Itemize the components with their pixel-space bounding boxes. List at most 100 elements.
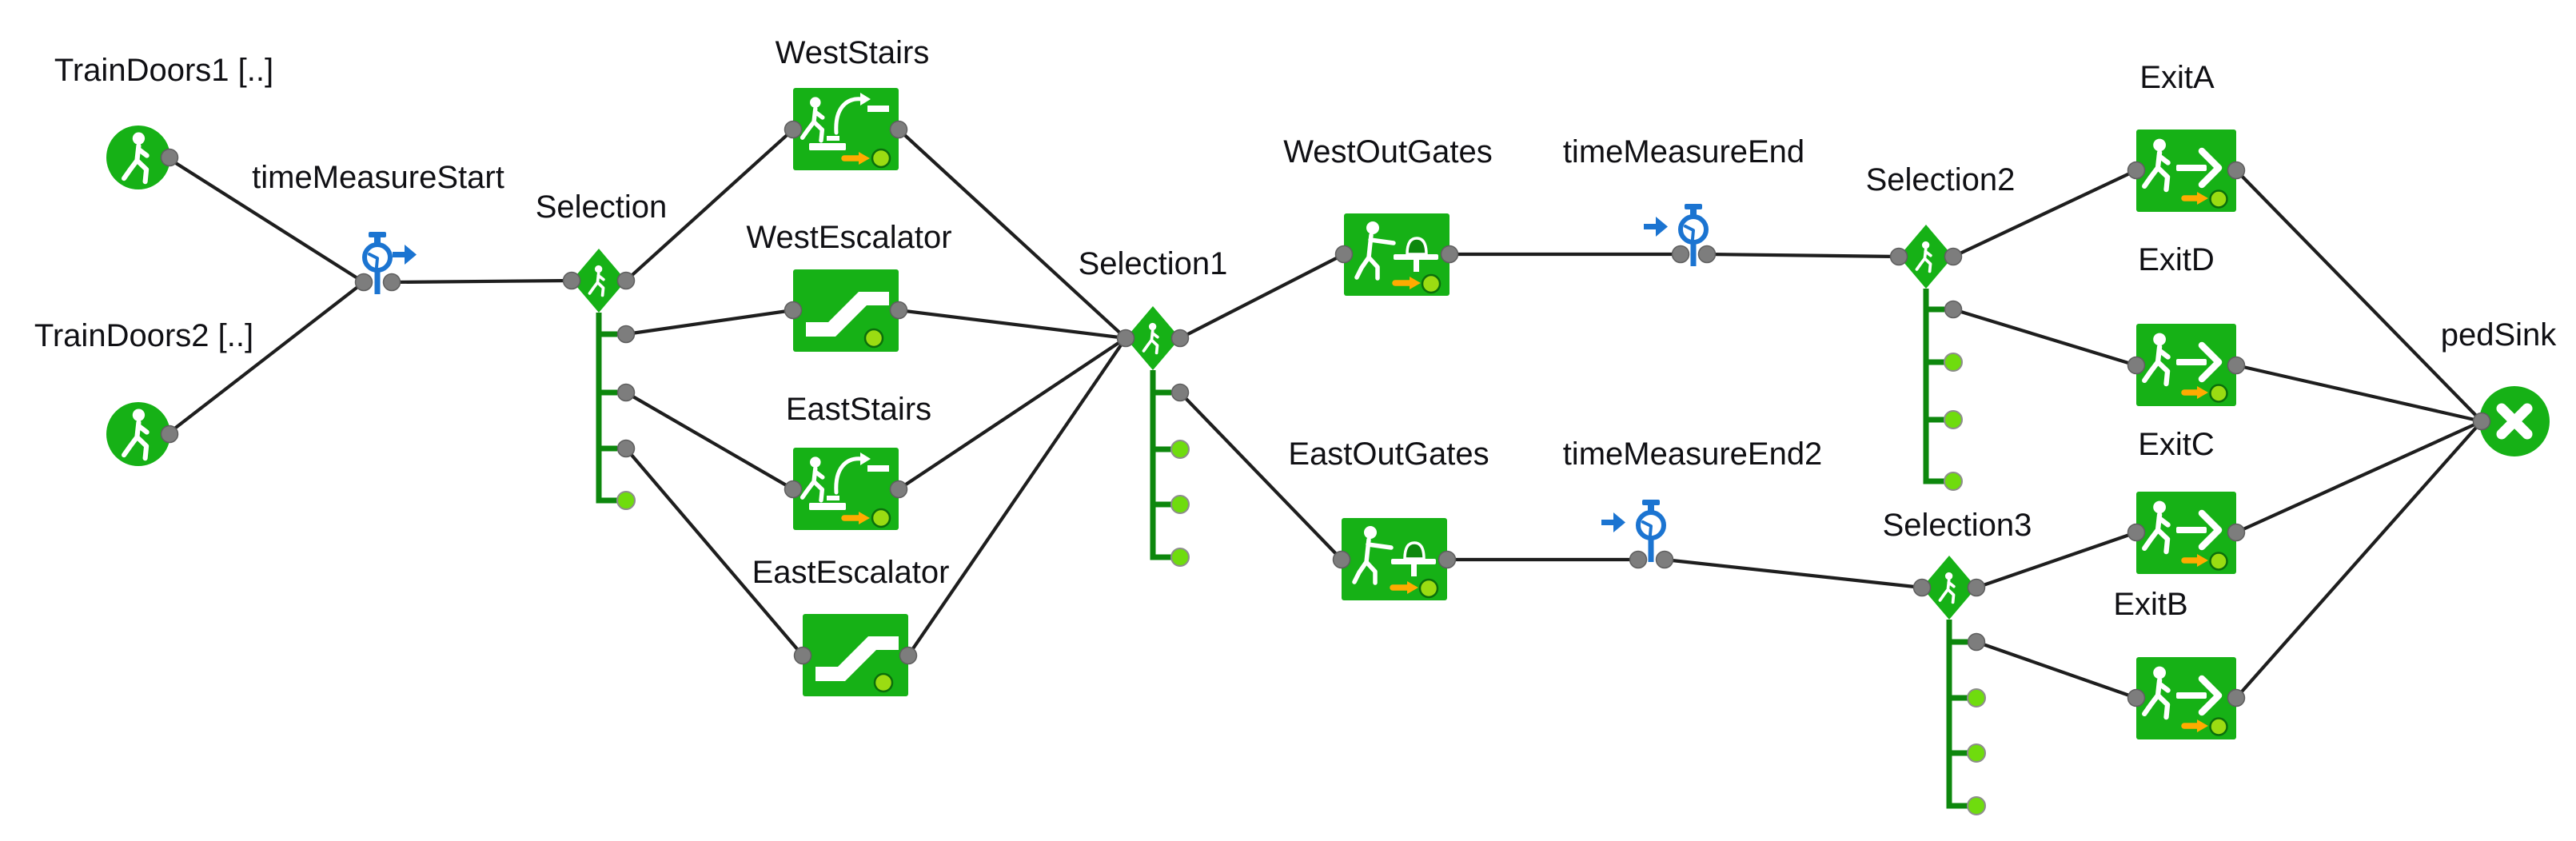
free-port[interactable] [1967, 743, 1986, 763]
port[interactable] [784, 480, 803, 499]
port[interactable] [1967, 578, 1986, 597]
port[interactable] [1334, 245, 1354, 264]
port[interactable] [1967, 632, 1986, 652]
connector[interactable] [2235, 420, 2483, 700]
connector[interactable] [168, 157, 365, 284]
connector[interactable] [624, 128, 795, 282]
port[interactable] [889, 480, 908, 499]
connector[interactable] [1664, 557, 1923, 590]
block-timeMeasureEnd[interactable] [1644, 204, 1709, 266]
port[interactable] [2127, 688, 2146, 707]
block-exitA[interactable] [2136, 130, 2236, 212]
connector[interactable] [1178, 391, 1343, 561]
block-trainDoors2[interactable] [106, 402, 170, 466]
block-westStairs[interactable] [793, 88, 899, 170]
port[interactable] [1889, 247, 1908, 266]
port[interactable] [1944, 247, 1963, 266]
block-timeMeasureEnd2[interactable] [1601, 500, 1666, 562]
port[interactable] [793, 646, 812, 665]
port[interactable] [784, 301, 803, 320]
connector[interactable] [2235, 420, 2482, 534]
port[interactable] [2472, 412, 2491, 431]
connector[interactable] [391, 278, 572, 285]
port[interactable] [1440, 245, 1459, 264]
connector[interactable] [1976, 531, 2137, 589]
port[interactable] [1438, 550, 1457, 569]
free-port[interactable] [1944, 410, 1963, 429]
port[interactable] [382, 273, 401, 292]
port[interactable] [899, 646, 918, 665]
port[interactable] [2227, 523, 2246, 542]
port[interactable] [1170, 329, 1190, 348]
port[interactable] [562, 271, 581, 290]
free-port[interactable] [1967, 688, 1986, 707]
block-pedSink[interactable] [2479, 386, 2550, 456]
port[interactable] [1116, 329, 1135, 348]
port[interactable] [1944, 300, 1963, 319]
port[interactable] [1332, 550, 1351, 569]
connector[interactable] [897, 128, 1127, 340]
block-westOutGates[interactable] [1344, 213, 1449, 296]
port[interactable] [160, 148, 179, 167]
port[interactable] [160, 424, 179, 444]
connector[interactable] [1976, 640, 2137, 700]
port[interactable] [2227, 688, 2246, 707]
port[interactable] [1912, 578, 1932, 597]
connector[interactable] [624, 447, 804, 657]
free-port[interactable] [616, 491, 636, 510]
connector[interactable] [624, 391, 795, 491]
block-selection1[interactable] [1126, 306, 1180, 370]
port[interactable] [1697, 245, 1717, 264]
connector[interactable] [625, 308, 794, 337]
free-port[interactable] [1170, 495, 1190, 514]
arrow-right-icon [393, 245, 417, 265]
port[interactable] [1655, 550, 1674, 569]
port[interactable] [616, 439, 636, 458]
port[interactable] [889, 301, 908, 320]
free-port[interactable] [1944, 472, 1963, 491]
port[interactable] [616, 325, 636, 344]
port[interactable] [1671, 245, 1690, 264]
connector[interactable] [2235, 363, 2482, 424]
block-eastEscalator[interactable] [803, 614, 908, 696]
free-port[interactable] [1170, 440, 1190, 459]
block-exitB[interactable] [2136, 657, 2236, 739]
port[interactable] [616, 271, 636, 290]
block-eastStairs[interactable] [793, 448, 899, 530]
port[interactable] [2227, 161, 2246, 180]
free-port[interactable] [1170, 548, 1190, 567]
block-eastOutGates[interactable] [1342, 518, 1447, 600]
block-westEscalator[interactable] [793, 269, 899, 352]
block-trainDoors1[interactable] [106, 126, 170, 189]
port[interactable] [2227, 356, 2246, 375]
port[interactable] [2127, 356, 2146, 375]
port[interactable] [784, 120, 803, 139]
label-eastStairs: EastStairs [785, 392, 932, 427]
port[interactable] [1629, 550, 1648, 569]
label-westStairs: WestStairs [775, 35, 930, 70]
free-port[interactable] [1944, 353, 1963, 372]
block-timeMeasureStart[interactable] [362, 232, 417, 294]
port[interactable] [2127, 523, 2146, 542]
connector[interactable] [2235, 169, 2483, 423]
selection-branch-stem [596, 313, 617, 504]
connector[interactable] [1952, 169, 2137, 258]
port[interactable] [889, 120, 908, 139]
block-selection3[interactable] [1922, 556, 1976, 620]
port[interactable] [354, 273, 373, 292]
connector[interactable] [1706, 252, 1900, 259]
connector[interactable] [1179, 253, 1345, 340]
block-exitC[interactable] [2136, 492, 2236, 574]
port[interactable] [616, 383, 636, 402]
port[interactable] [2127, 161, 2146, 180]
connector[interactable] [907, 337, 1127, 657]
connector[interactable] [898, 308, 1127, 341]
block-selection[interactable] [572, 249, 626, 313]
connector[interactable] [1952, 307, 2137, 368]
block-exitD[interactable] [2136, 324, 2236, 406]
port[interactable] [1170, 383, 1190, 402]
connector[interactable] [897, 337, 1127, 491]
free-port[interactable] [1967, 796, 1986, 815]
connector[interactable] [168, 281, 365, 434]
block-selection2[interactable] [1899, 225, 1953, 289]
